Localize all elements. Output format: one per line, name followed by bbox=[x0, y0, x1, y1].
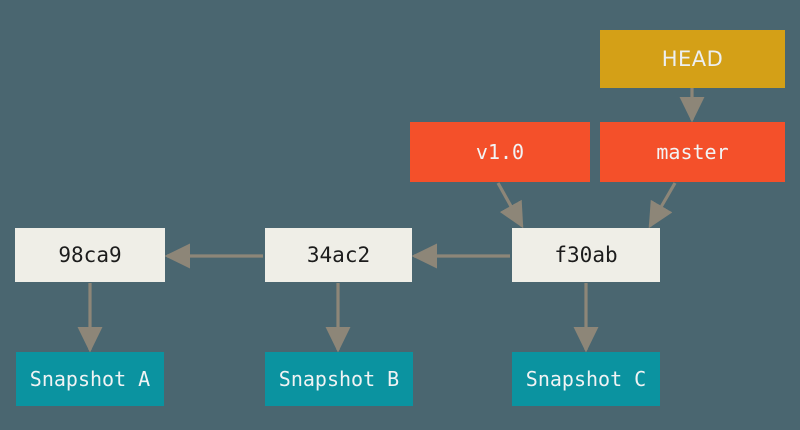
node-commit-98ca9-label: 98ca9 bbox=[58, 243, 122, 267]
node-commit-f30ab-label: f30ab bbox=[554, 243, 618, 267]
node-branch-master-label: master bbox=[656, 140, 729, 164]
node-snapshot-b[interactable]: Snapshot B bbox=[265, 352, 413, 406]
node-snapshot-a[interactable]: Snapshot A bbox=[16, 352, 164, 406]
node-head[interactable]: HEAD bbox=[600, 30, 785, 88]
arrow-v1.0-to-f30ab bbox=[496, 182, 524, 229]
node-commit-34ac2-label: 34ac2 bbox=[306, 243, 371, 267]
node-snapshot-c-label: Snapshot C bbox=[525, 367, 647, 391]
node-commit-34ac2[interactable]: 34ac2 bbox=[265, 228, 412, 282]
node-tag-v1-0[interactable]: v1.0 bbox=[410, 122, 590, 182]
node-branch-master[interactable]: master bbox=[600, 122, 785, 182]
node-commit-f30ab[interactable]: f30ab bbox=[512, 228, 660, 282]
arrow-master-to-f30ab bbox=[648, 182, 677, 229]
node-tag-v1-0-label: v1.0 bbox=[475, 140, 525, 164]
node-snapshot-c[interactable]: Snapshot C bbox=[512, 352, 660, 406]
node-snapshot-a-label: Snapshot A bbox=[29, 367, 151, 391]
node-commit-98ca9[interactable]: 98ca9 bbox=[15, 228, 165, 282]
node-head-label: HEAD bbox=[661, 47, 724, 71]
node-snapshot-b-label: Snapshot B bbox=[278, 367, 400, 391]
